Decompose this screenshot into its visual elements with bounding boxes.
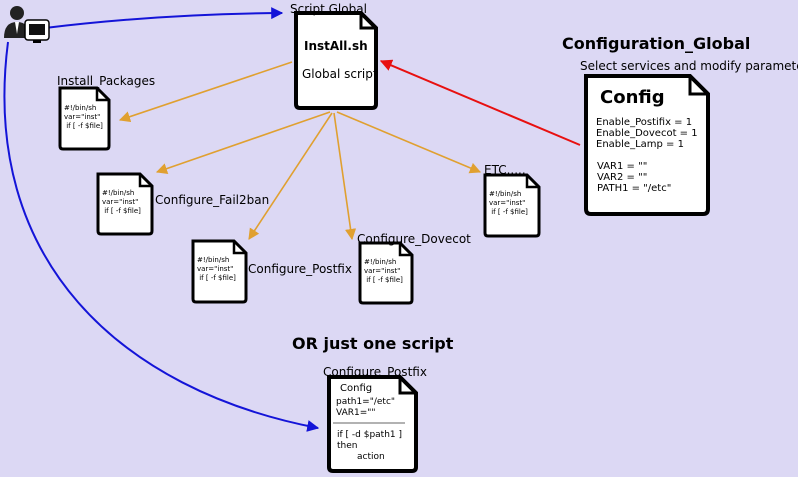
script-global-title: InstAll.sh: [304, 39, 368, 53]
arrow-to-dovecot: [333, 112, 357, 241]
config-var-lines: VAR1 = "" VAR2 = "" PATH1 = "/etc": [597, 161, 672, 194]
or-one-script-heading: OR just one script: [292, 334, 454, 353]
script-global-document: [294, 11, 378, 110]
etc-code: #!/bin/sh var="inst" if [ -f $file]: [489, 190, 528, 216]
etc-document: [483, 173, 541, 238]
one-script-document: [327, 375, 418, 473]
fail2ban-code: #!/bin/sh var="inst" if [ -f $file]: [102, 189, 141, 215]
script-global-subtitle: Global script: [302, 67, 378, 81]
config-title: Config: [600, 87, 665, 108]
one-script-if-lines: if [ -d $path1 ] then action: [337, 430, 403, 462]
admin-user-icon: [4, 6, 30, 38]
dovecot-label: Configure_Dovecot: [357, 232, 471, 246]
config-enable-lines: Enable_Postifix = 1 Enable_Dovecot = 1 E…: [596, 117, 698, 150]
script-global-label: Script Global: [290, 2, 367, 16]
dovecot-code: #!/bin/sh var="inst" if [ -f $file]: [364, 258, 403, 284]
arrow-to-install-packages: [118, 61, 293, 123]
postfix-document: [191, 239, 248, 304]
computer-monitor-icon: [24, 19, 50, 43]
arrow-to-fail2ban: [155, 111, 331, 174]
one-script-title: Config: [340, 383, 373, 394]
postfix-label: Configure_Postfix: [248, 262, 352, 276]
etc-label: ETC.....: [484, 163, 526, 177]
fail2ban-label: Configure_Fail2ban: [155, 193, 270, 207]
postfix-code: #!/bin/sh var="inst" if [ -f $file]: [197, 256, 236, 282]
fail2ban-document: [96, 172, 154, 236]
install-packages-label: Install_Packages: [57, 74, 156, 88]
config-to-script-global-arrow: [379, 59, 581, 146]
user-to-script-global-arrow: [44, 7, 284, 29]
install-packages-code: #!/bin/sh var="inst" if [ -f $file]: [64, 104, 103, 130]
config-document: [584, 74, 710, 216]
user-to-one-script-arrow: [3, 41, 320, 432]
one-script-var-lines: path1="/etc" VAR1="": [336, 397, 396, 418]
config-global-heading: Configuration_Global: [562, 34, 751, 53]
arrow-to-etc: [336, 111, 482, 174]
one-script-label: Configure_Postfix: [323, 365, 427, 379]
install-packages-document: [58, 86, 111, 151]
config-global-subheading: Select services and modify parameters: [580, 59, 798, 73]
dovecot-document: [358, 241, 414, 305]
arrow-to-postfix: [248, 112, 333, 240]
